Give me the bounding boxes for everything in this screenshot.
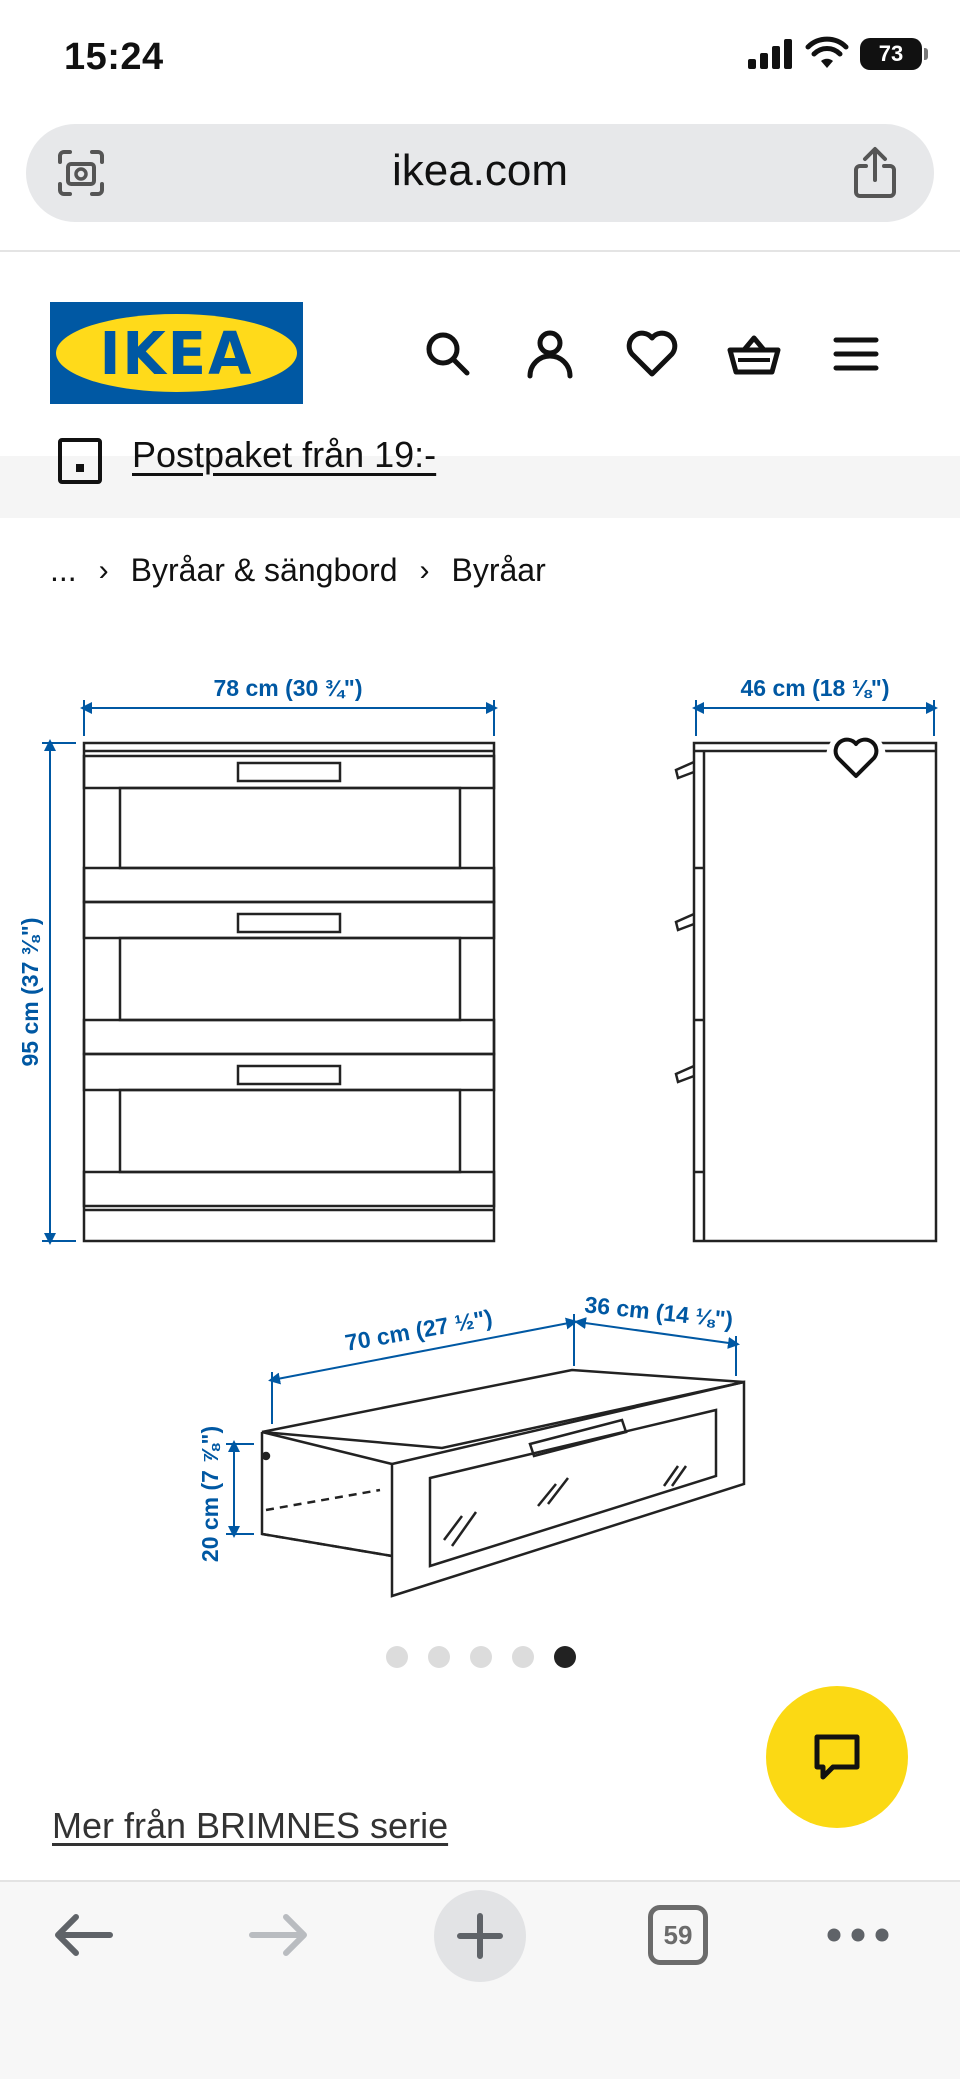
browser-divider bbox=[0, 250, 960, 252]
ikea-logo[interactable]: IKEA bbox=[50, 302, 303, 404]
breadcrumb: ... › Byråar & sängbord › Byråar bbox=[50, 552, 546, 589]
depth-dimension-label: 46 cm (18 ⅛") bbox=[741, 675, 890, 701]
carousel-dot[interactable] bbox=[512, 1646, 534, 1668]
menu-icon[interactable] bbox=[828, 326, 884, 382]
side-view bbox=[674, 741, 938, 1243]
forward-arrow-icon bbox=[249, 1914, 307, 1956]
status-bar: 15:24 73 bbox=[0, 0, 960, 118]
carousel-dots[interactable] bbox=[386, 1646, 576, 1668]
user-icon[interactable] bbox=[522, 326, 578, 382]
height-dimension-label: 95 cm (37 ⅜") bbox=[17, 918, 43, 1067]
wifi-icon bbox=[805, 36, 849, 68]
breadcrumb-item[interactable]: Byråar & sängbord bbox=[130, 552, 398, 588]
share-icon[interactable] bbox=[850, 146, 900, 200]
more-button[interactable] bbox=[826, 1890, 890, 1980]
chat-button[interactable] bbox=[766, 1686, 908, 1828]
add-to-favourites-button[interactable] bbox=[826, 728, 886, 788]
parcel-icon bbox=[58, 438, 102, 484]
status-icons: 73 bbox=[748, 36, 928, 70]
search-icon[interactable] bbox=[420, 326, 476, 382]
tabs-button[interactable]: 59 bbox=[648, 1890, 708, 1980]
camera-search-icon[interactable] bbox=[56, 148, 106, 198]
carousel-dot[interactable] bbox=[386, 1646, 408, 1668]
breadcrumb-ellipsis[interactable]: ... bbox=[50, 552, 77, 588]
width-dimension-label: 78 cm (30 ¾") bbox=[214, 675, 363, 701]
logo-text: IKEA bbox=[99, 320, 254, 389]
signal-icon bbox=[748, 39, 792, 69]
promo-band: Postpaket från 19:- bbox=[0, 434, 960, 518]
address-bar[interactable]: ikea.com bbox=[26, 124, 934, 222]
logo-ellipse bbox=[56, 314, 297, 392]
drawer-width-dimension-label: 70 cm (27 ½") bbox=[343, 1304, 494, 1355]
battery-icon: 73 bbox=[860, 38, 928, 70]
plus-button-bg bbox=[434, 1890, 526, 1982]
chevron-right-icon: › bbox=[98, 553, 109, 587]
carousel-dot-active[interactable] bbox=[554, 1646, 576, 1668]
chat-icon bbox=[814, 1734, 860, 1780]
front-view bbox=[82, 741, 496, 1243]
promo-link[interactable]: Postpaket från 19:- bbox=[132, 434, 437, 475]
more-icon bbox=[827, 1928, 889, 1942]
carousel-dot[interactable] bbox=[428, 1646, 450, 1668]
new-tab-button[interactable] bbox=[434, 1890, 526, 1982]
forward-button[interactable] bbox=[244, 1890, 316, 1980]
plus-icon bbox=[457, 1913, 503, 1959]
basket-icon[interactable] bbox=[726, 326, 782, 382]
carousel-dot[interactable] bbox=[470, 1646, 492, 1668]
more-from-series-link[interactable]: Mer från BRIMNES serie bbox=[52, 1805, 449, 1846]
product-dimension-image[interactable]: 78 cm (30 ¾") 95 cm (37 ⅜") 46 cm (18 ⅛"… bbox=[0, 650, 960, 1610]
back-arrow-icon bbox=[55, 1914, 113, 1956]
breadcrumb-item[interactable]: Byråar bbox=[451, 552, 546, 588]
tabs-icon: 59 bbox=[648, 1905, 708, 1965]
url-text[interactable]: ikea.com bbox=[391, 146, 569, 195]
chevron-right-icon: › bbox=[419, 553, 430, 587]
drawer-view bbox=[260, 1368, 746, 1598]
status-time: 15:24 bbox=[64, 36, 164, 78]
drawer-height-dimension-label: 20 cm (7 ⅞") bbox=[197, 1426, 223, 1562]
heart-icon[interactable] bbox=[624, 326, 680, 382]
back-button[interactable] bbox=[46, 1890, 118, 1980]
